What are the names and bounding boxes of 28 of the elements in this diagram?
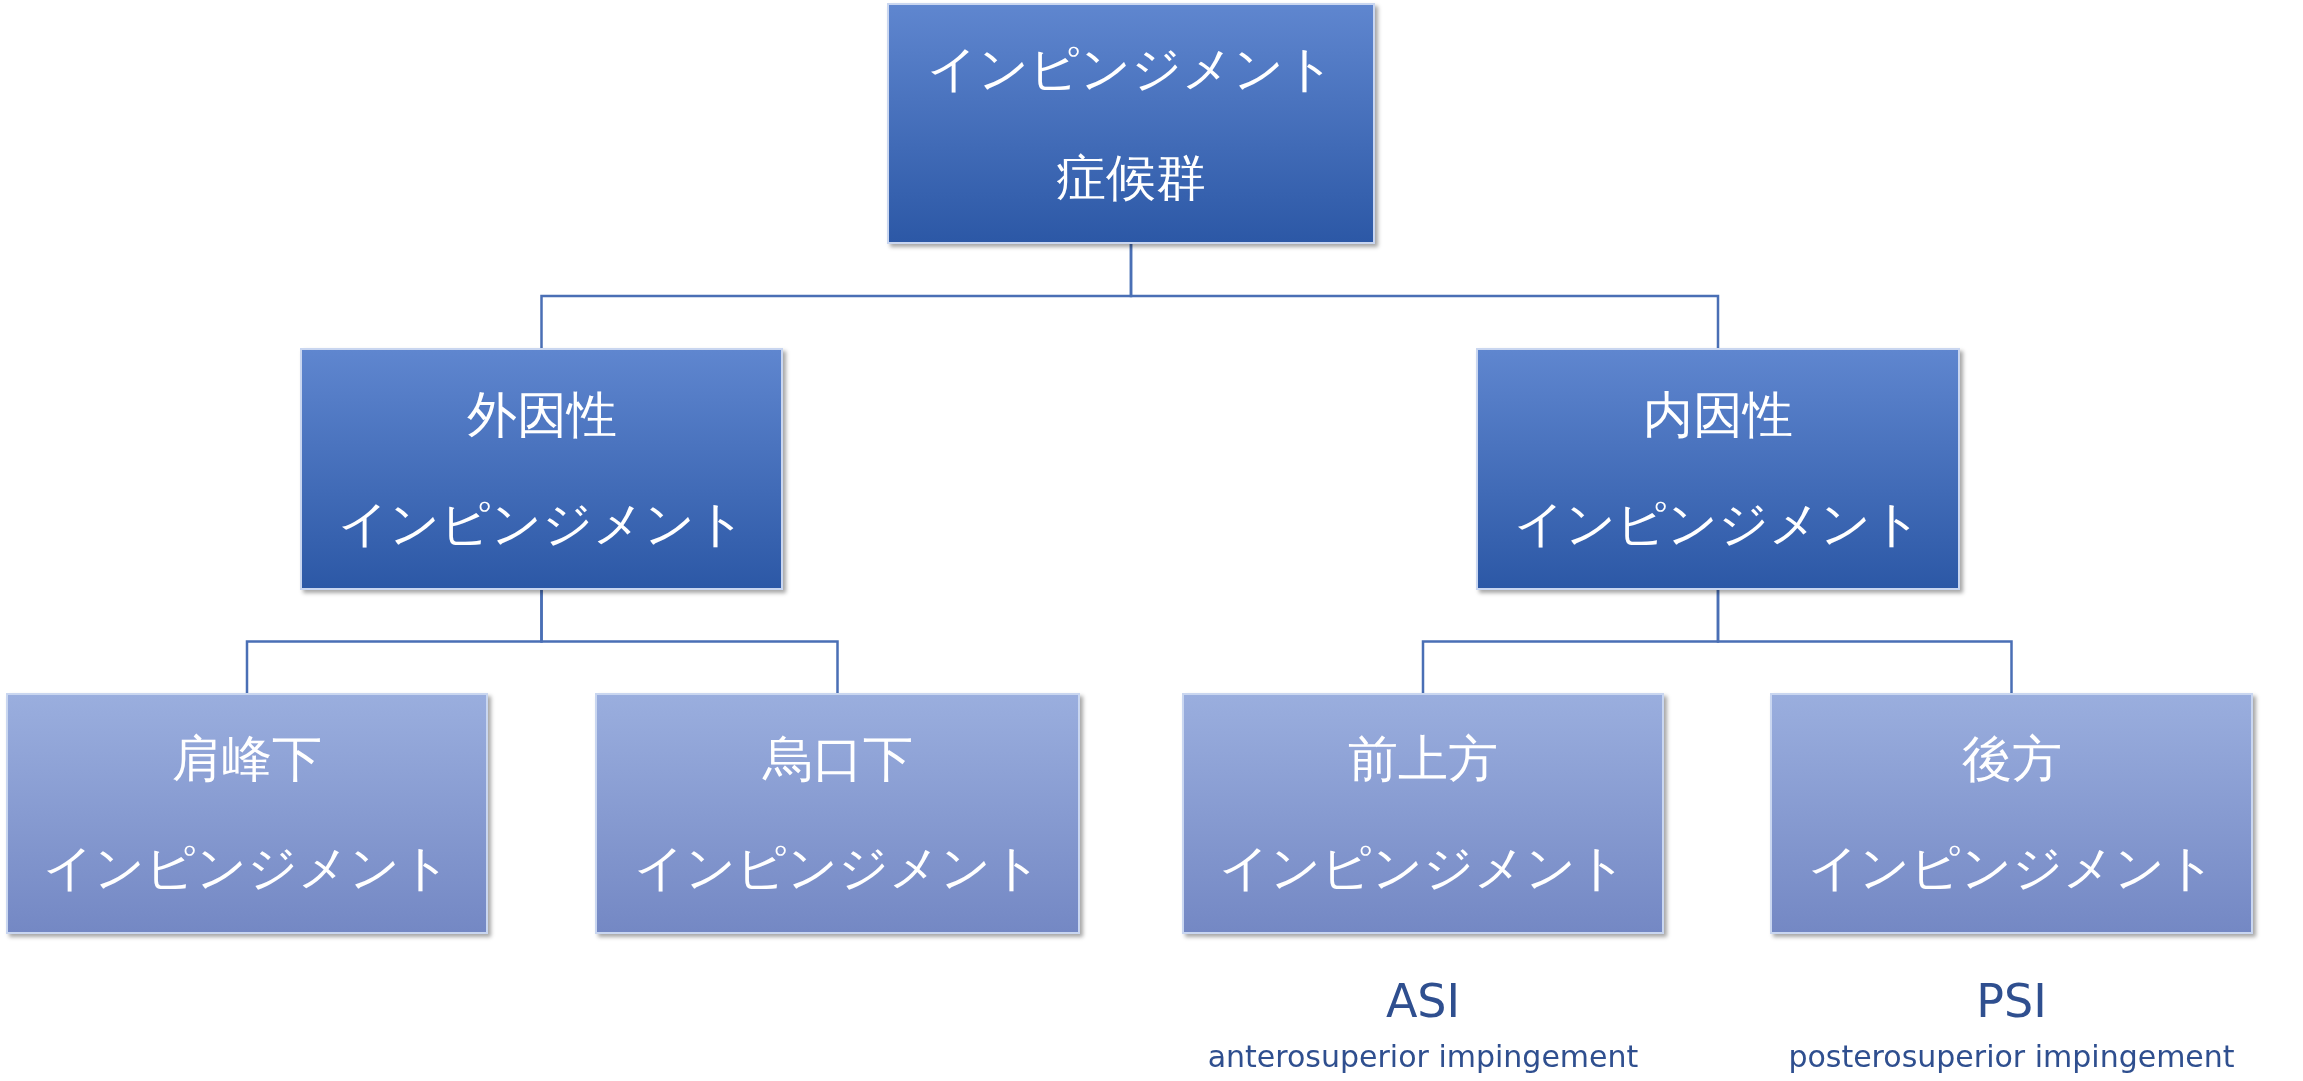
box-label: インピンジメント: [927, 39, 1335, 100]
box-label: インピンジメント: [1807, 837, 2216, 898]
box-label: インピンジメント: [1514, 493, 1922, 554]
category-box: [887, 3, 1375, 244]
box-label: インピンジメント: [633, 837, 1042, 898]
connector-line: [1716, 590, 2013, 693]
category-box: [300, 348, 783, 590]
category-box: [1182, 693, 1664, 934]
node-label: ASI: [1384, 974, 1462, 1028]
box-label: インピンジメント: [337, 493, 746, 554]
connector-line: [1129, 244, 1720, 348]
box-label: 肩峰下: [172, 729, 322, 790]
category-box: [6, 693, 488, 934]
node-label: posterosuperior impingement: [1787, 1039, 2236, 1074]
box-label: 外因性: [466, 384, 617, 445]
category-box: [1770, 693, 2253, 934]
node-label: PSI: [1975, 974, 2048, 1028]
box-label: 後方: [1961, 729, 2062, 790]
box-label: 烏口下: [762, 729, 913, 790]
category-box: [1476, 348, 1960, 590]
box-label: 内因性: [1643, 384, 1793, 445]
node-label: anterosuperior impingement: [1206, 1039, 1640, 1074]
box-label: 前上方: [1348, 729, 1498, 790]
box-label: インピンジメント: [1219, 837, 1627, 898]
category-box: [595, 693, 1080, 934]
box-label: 症候群: [1056, 147, 1206, 208]
connector-line: [540, 590, 839, 693]
box-label: インピンジメント: [43, 837, 451, 898]
